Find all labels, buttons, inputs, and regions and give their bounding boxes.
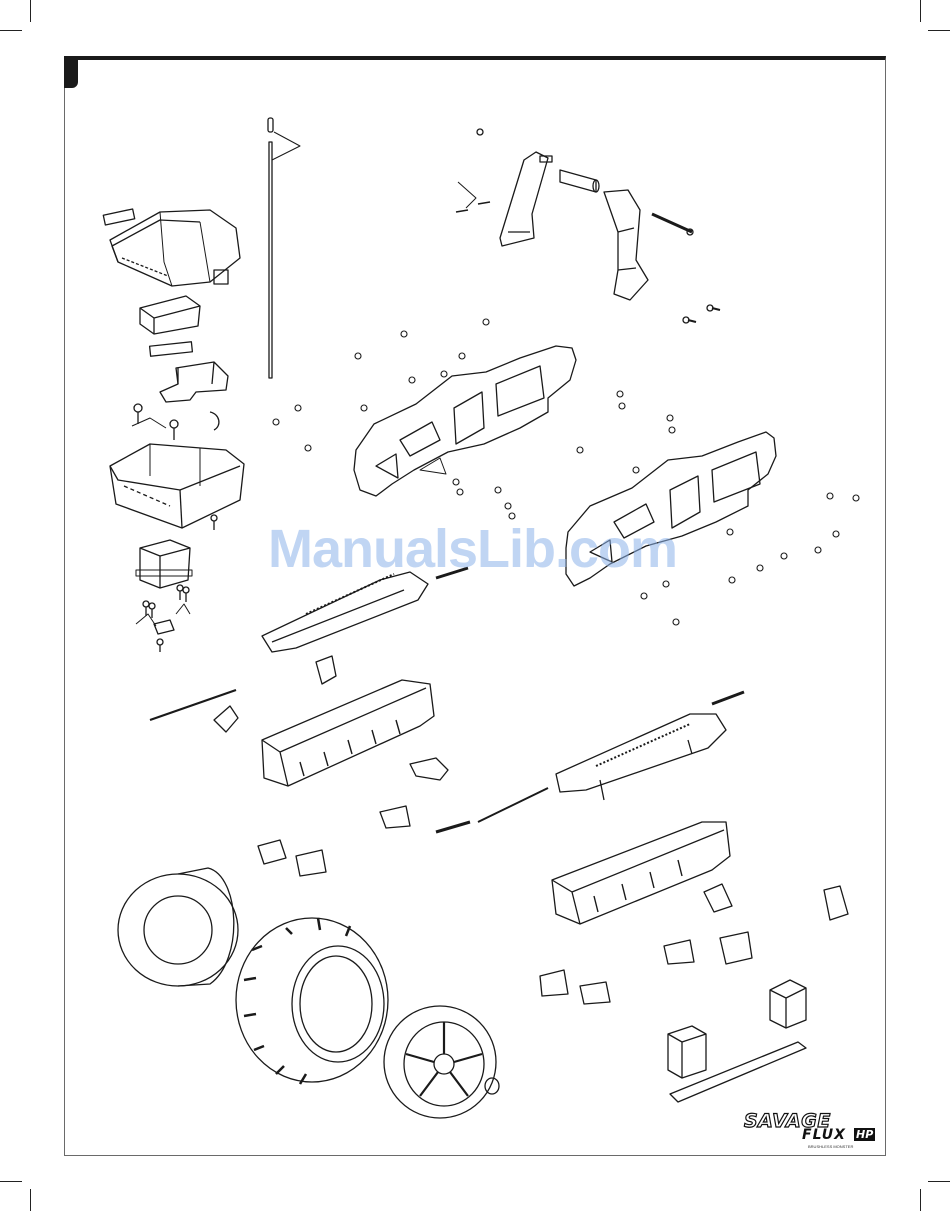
receiver-unit	[140, 296, 200, 356]
logo-tagline: BRUSHLESS MONSTER	[808, 1144, 853, 1149]
servo	[136, 540, 192, 588]
logo-line-flux: FLUX	[802, 1127, 846, 1143]
screws-group-left	[132, 404, 219, 440]
roll-cage-rear-brace	[604, 190, 693, 300]
foam-blocks	[668, 980, 806, 1102]
brand-logo: SAVAGE FLUX HP BRUSHLESS MONSTER	[744, 1110, 884, 1152]
battery-tray-right	[552, 822, 730, 924]
logo-badge-hp: HP	[854, 1128, 875, 1141]
roll-cage-body-post	[560, 170, 599, 192]
roll-cage-front-brace	[456, 129, 552, 246]
servo-mount-plate	[160, 362, 228, 402]
tire	[236, 918, 388, 1084]
chassis-plate-left	[354, 346, 576, 496]
receiver-box-cover	[103, 209, 240, 286]
battery-hold-down-right	[556, 692, 744, 800]
wheel-rim	[384, 1006, 499, 1118]
roll-cage-screws	[683, 305, 720, 323]
servo-screws	[136, 585, 190, 652]
antenna-tube	[268, 118, 300, 378]
receiver-box-base	[110, 444, 244, 530]
tire-foam-insert	[118, 868, 238, 986]
battery-tray-left	[150, 680, 434, 786]
watermark: ManualsLib.com	[268, 518, 698, 588]
